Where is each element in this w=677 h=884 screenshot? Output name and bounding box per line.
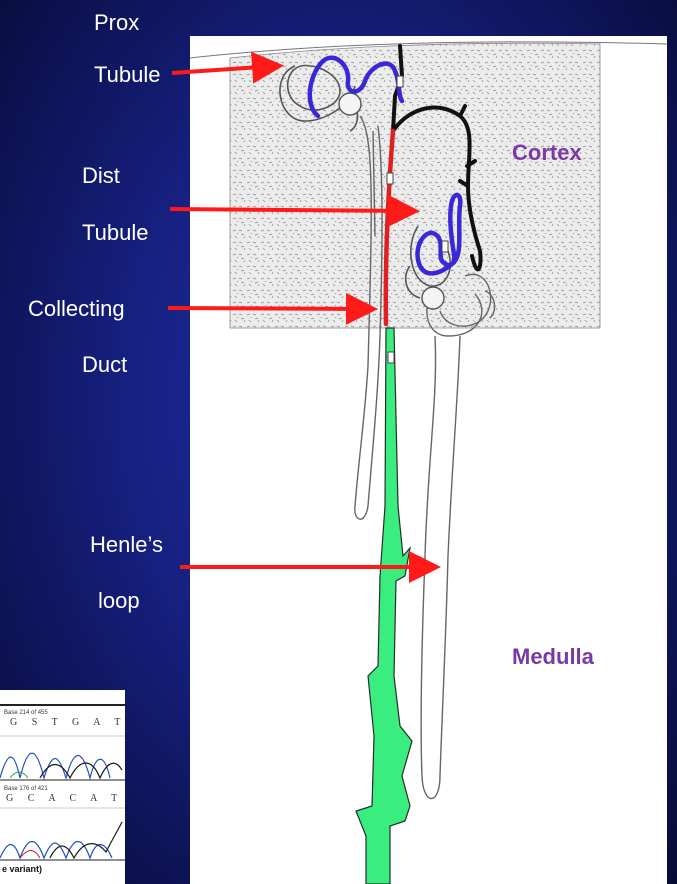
prox-tubule-label-line2: Tubule [94,64,160,86]
chromatogram-inset: Base 214 of 455 G S T G A T Base 176 of … [0,690,125,884]
prox-tubule-label-line1: Prox [94,12,139,34]
chromatogram-read2-label: Base 176 of 421 [4,786,48,792]
right-loop-outline [421,274,494,798]
dist-tubule-label-line2: Tubule [82,222,148,244]
collecting-duct-label-line1: Collecting [28,298,125,320]
chromatogram-read2-bases: G C A C A T G [6,793,125,804]
cortex-label: Cortex [512,140,582,166]
cortex-region [230,43,600,328]
nephron-diagram-panel: Cortex Medulla [190,36,667,884]
nephron-diagram [190,36,667,884]
medulla-label: Medulla [512,644,594,670]
collecting-duct-label-line2: Duct [82,354,127,376]
chromatogram-caption: e variant) [2,864,42,874]
henle-loop-label-line1: Henle’s [90,534,163,556]
glomerulus-upper [339,93,361,115]
henle-loop-label-line2: loop [98,590,140,612]
glomerulus-lower [422,287,444,309]
dist-tubule-label-line1: Dist [82,165,120,187]
